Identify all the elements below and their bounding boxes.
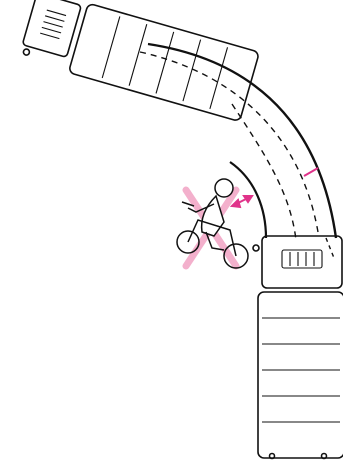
- front-vehicle-unit: [18, 0, 260, 122]
- rider-helmet: [215, 179, 233, 197]
- rear-cab-grille: [282, 250, 322, 268]
- front-trailer-body: [68, 3, 259, 121]
- rear-cab: [262, 236, 342, 288]
- rear-vehicle-unit: [253, 236, 343, 459]
- front-trailer-ribs: [102, 16, 227, 108]
- rear-trailer-body: [258, 292, 343, 458]
- rear-trailer-ribs: [262, 318, 340, 422]
- outer-turn-path: [148, 44, 336, 238]
- rear-wheel-mark-2: [322, 454, 327, 459]
- rear-wheel-mark: [270, 454, 275, 459]
- front-cab: [22, 0, 81, 57]
- front-mirror-right: [23, 48, 30, 55]
- rider-body: [202, 196, 224, 236]
- turn-paths: [140, 44, 336, 258]
- front-right-path: [326, 238, 334, 258]
- rear-mirror-left: [253, 245, 259, 251]
- front-cab-grille: [40, 10, 66, 39]
- gap-marker-outer: [304, 168, 318, 176]
